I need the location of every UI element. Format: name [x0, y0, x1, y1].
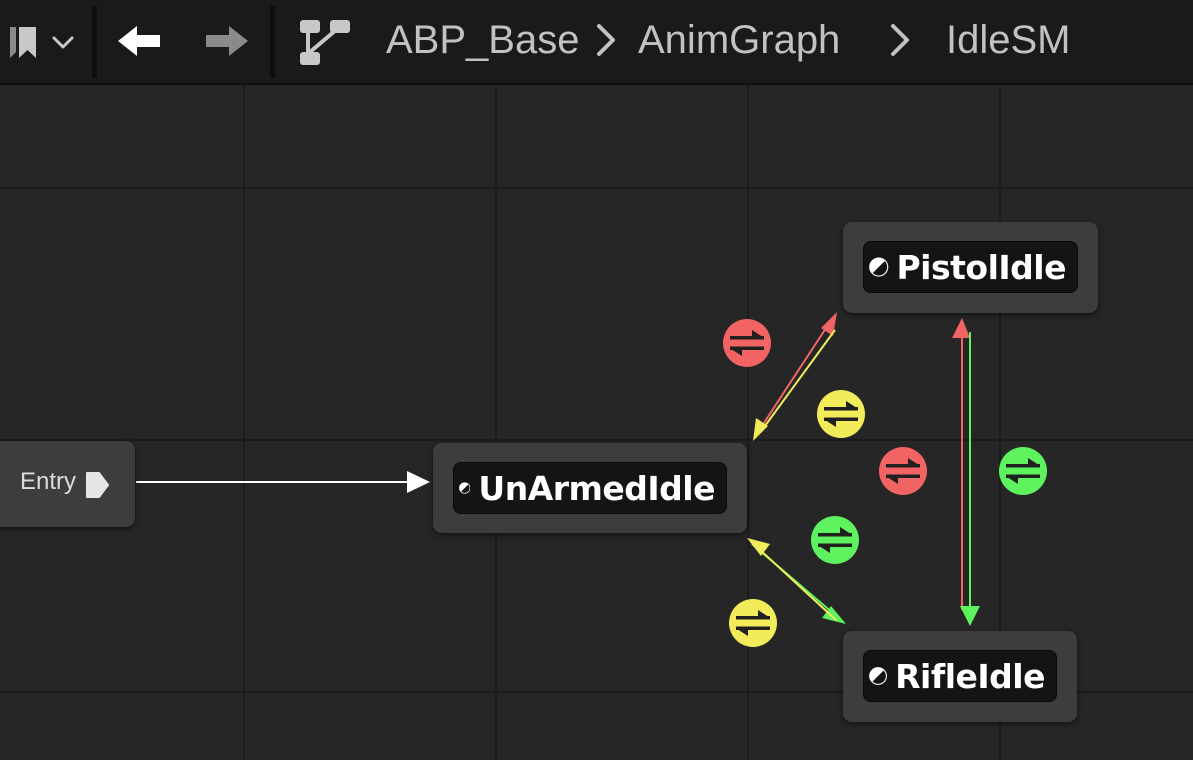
graph-hierarchy-button[interactable]	[294, 14, 356, 70]
chevron-right-icon	[891, 24, 909, 56]
state-title: PistolIdle	[863, 241, 1078, 293]
arrow-left-icon	[118, 26, 160, 56]
state-icon	[869, 257, 889, 277]
back-button[interactable]	[112, 20, 166, 62]
state-label: UnArmedIdle	[478, 468, 715, 508]
state-node-pistolidle[interactable]: PistolIdle	[843, 222, 1098, 313]
state-icon	[869, 667, 887, 685]
transition-arrow-rifle-pistol	[952, 318, 970, 610]
chevron-right-icon	[597, 24, 615, 56]
bookmark-button[interactable]	[4, 22, 84, 62]
state-icon	[459, 482, 471, 494]
graph-toolbar: ABP_Base AnimGraph IdleSM	[0, 0, 1193, 85]
entry-node[interactable]: Entry	[0, 441, 135, 527]
breadcrumb-item-idlesm[interactable]: IdleSM	[946, 18, 1071, 62]
transition-rule-icon[interactable]	[877, 445, 929, 497]
entry-label: Entry	[20, 468, 77, 495]
transition-rule-icon[interactable]	[997, 445, 1049, 497]
forward-button[interactable]	[200, 20, 254, 62]
transition-arrow-pistol-rifle	[960, 332, 980, 626]
exec-pin-icon[interactable]	[84, 471, 110, 499]
state-title: RifleIdle	[863, 650, 1057, 702]
entry-wire	[136, 471, 430, 493]
transition-arrow-pistol-unarmed	[753, 329, 836, 441]
graph-canvas[interactable]	[0, 85, 1193, 760]
transition-arrow-unarmed-pistol	[757, 312, 837, 433]
transition-rule-icon[interactable]	[721, 317, 773, 369]
arrow-right-icon	[206, 26, 248, 56]
bookmark-icon	[10, 27, 36, 58]
toolbar-separator	[270, 6, 275, 78]
transition-rule-icon[interactable]	[727, 597, 779, 649]
graph-hierarchy-icon	[300, 20, 350, 65]
transition-arrow-rifle-unarmed	[747, 538, 837, 621]
transition-rule-icon[interactable]	[809, 514, 861, 566]
chevron-down-icon	[52, 36, 74, 49]
state-label: RifleIdle	[895, 656, 1045, 696]
state-label: PistolIdle	[896, 247, 1067, 287]
state-title: UnArmedIdle	[453, 462, 727, 514]
toolbar-separator	[92, 6, 97, 78]
transition-rule-icon[interactable]	[815, 388, 867, 440]
state-node-rifleidle[interactable]: RifleIdle	[843, 631, 1077, 722]
breadcrumb-item-abp-base[interactable]: ABP_Base	[386, 18, 580, 62]
state-node-unarmedidle[interactable]: UnArmedIdle	[433, 443, 747, 533]
breadcrumb-item-animgraph[interactable]: AnimGraph	[638, 18, 841, 62]
